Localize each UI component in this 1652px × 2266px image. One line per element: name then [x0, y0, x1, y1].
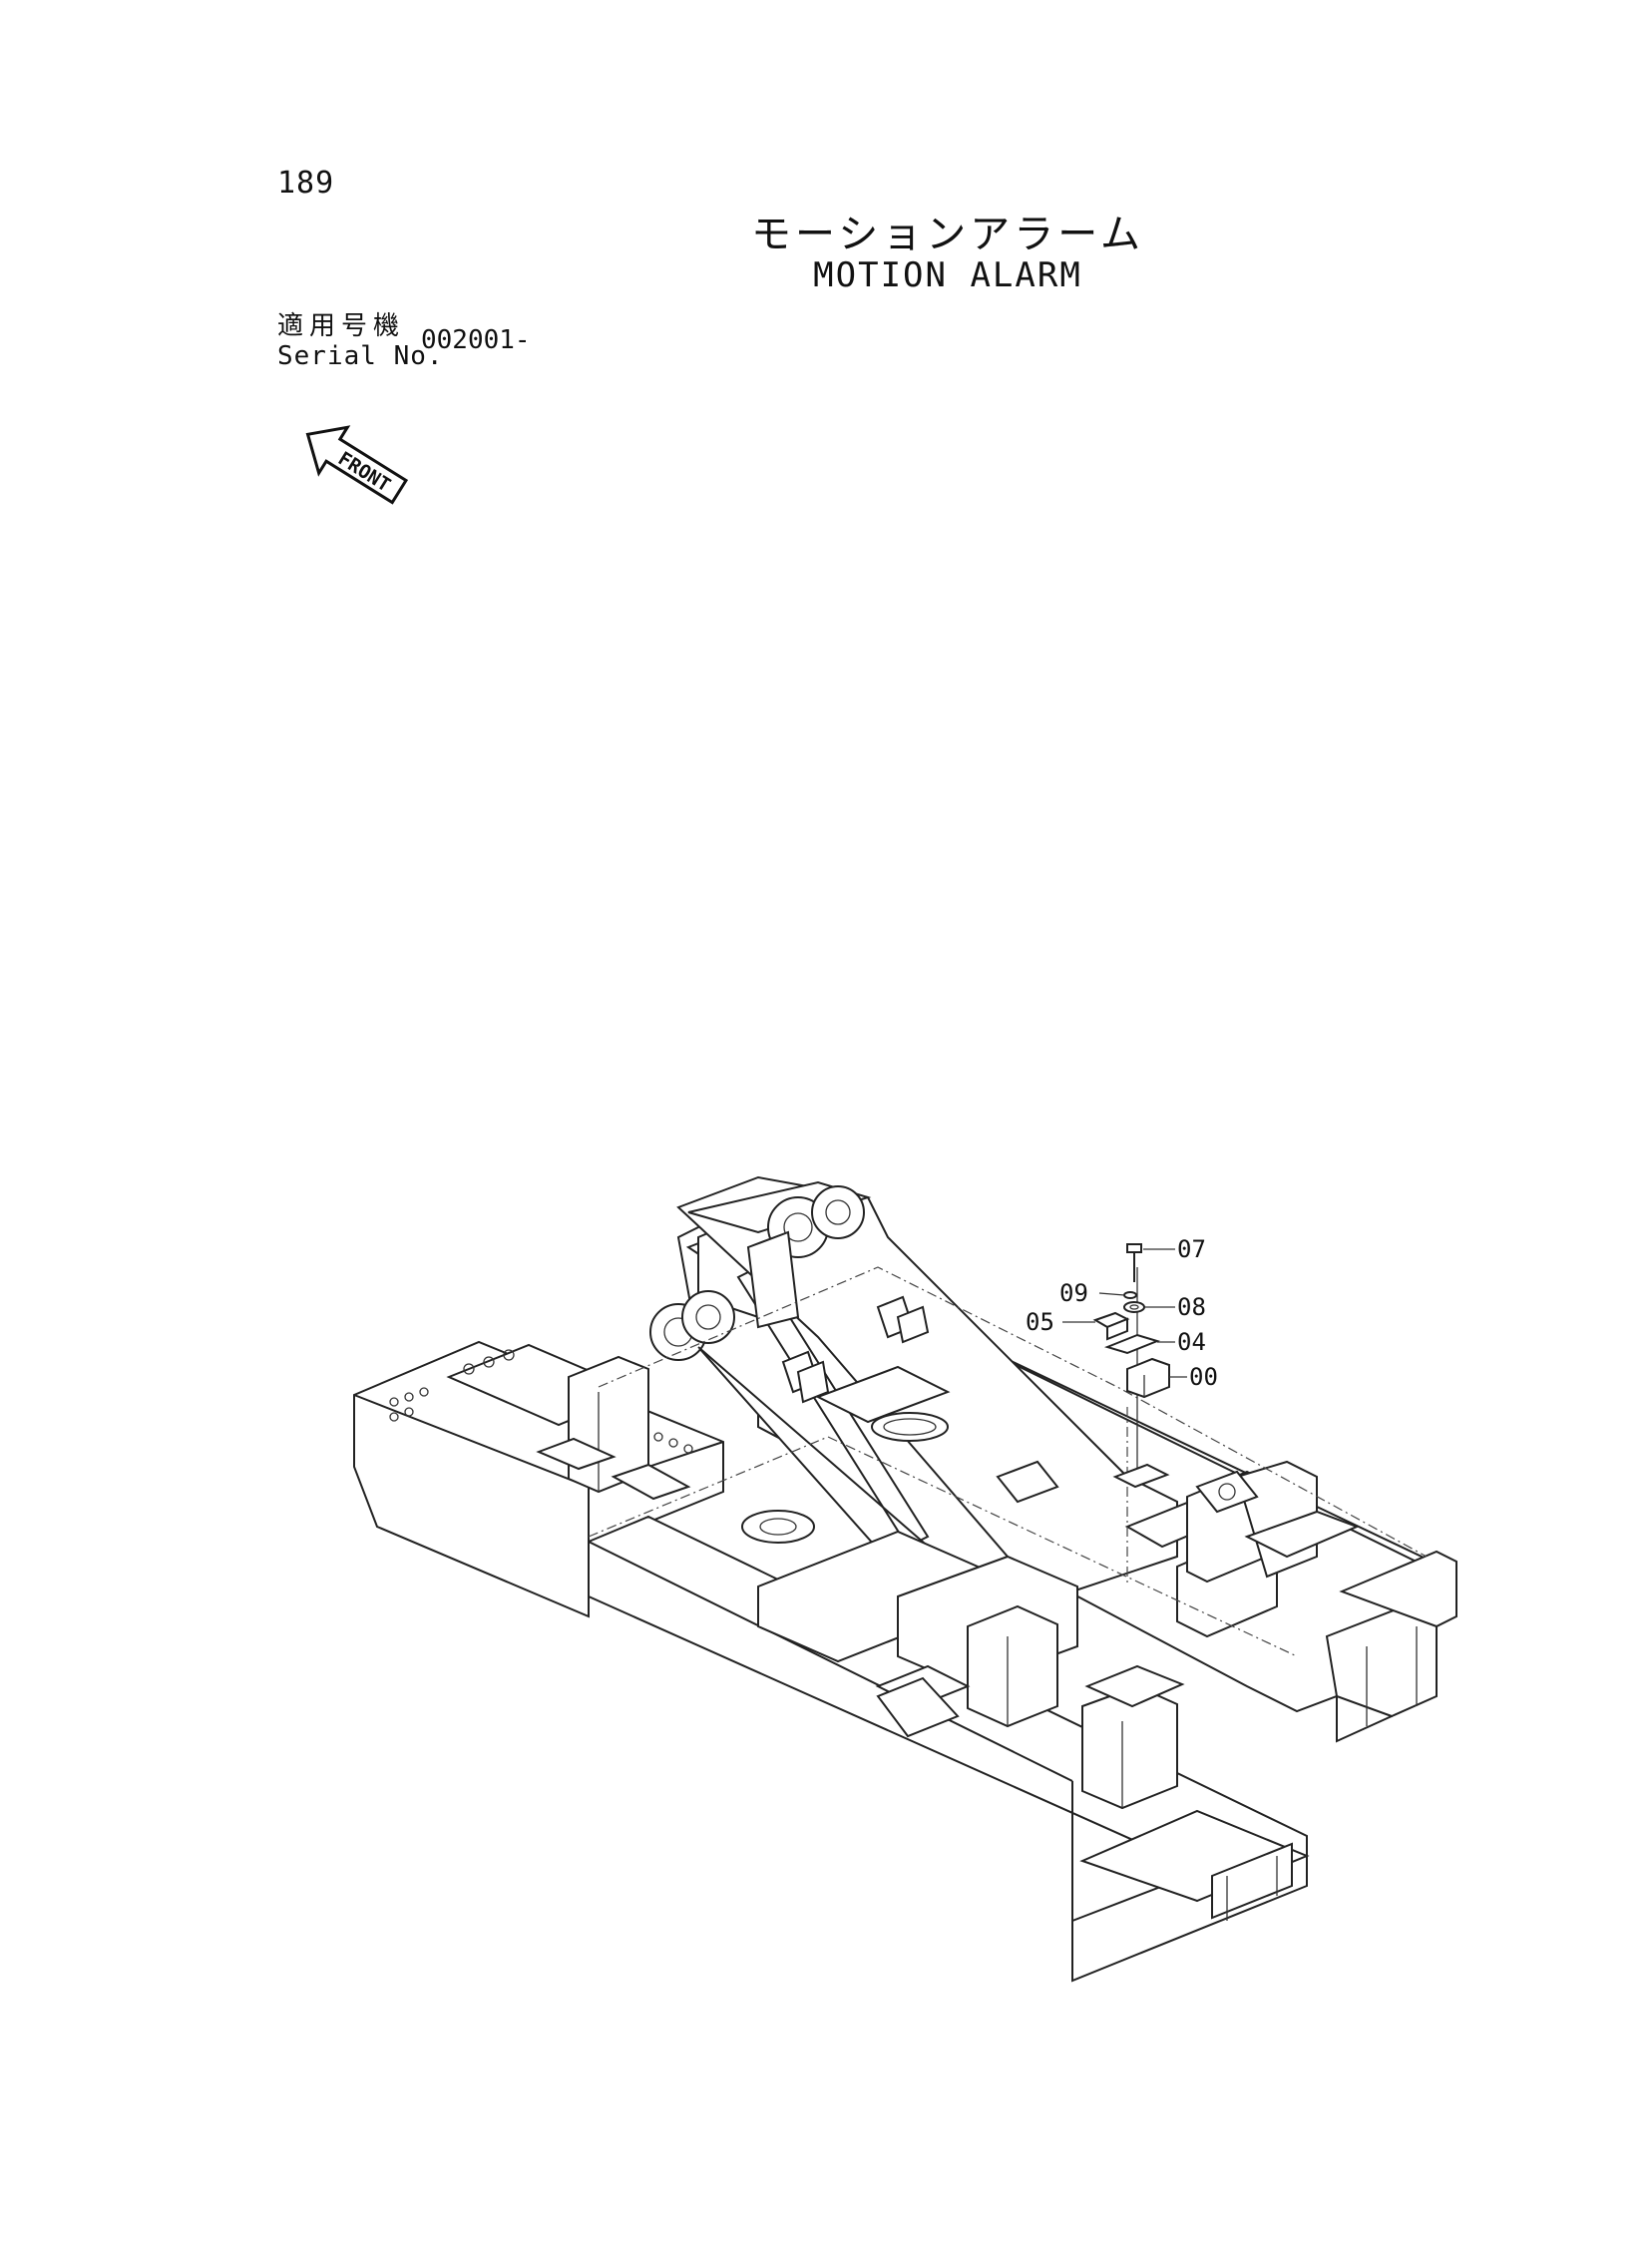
- boom-brackets: [781, 1295, 951, 1442]
- callout-00: 00: [1189, 1363, 1218, 1391]
- serial-value: 002001-: [421, 325, 531, 355]
- cross-members: [741, 1460, 1278, 1810]
- callout-05: 05: [1026, 1308, 1054, 1336]
- rear-block-detail: [389, 1349, 693, 1501]
- callout-07: 07: [1177, 1235, 1206, 1263]
- serial-label-japanese: 適用号機: [277, 311, 406, 341]
- callout-04: 04: [1177, 1328, 1206, 1356]
- title-japanese: モーションアラーム: [751, 212, 1144, 257]
- right-frame-brackets: [1186, 1460, 1360, 1584]
- phantom-outline: [588, 1266, 1428, 1657]
- callout-09: 09: [1059, 1279, 1088, 1307]
- serial-label-english: Serial No.: [277, 341, 444, 371]
- callout-08: 08: [1177, 1293, 1206, 1321]
- motion-alarm-assembly: [1062, 1243, 1187, 1489]
- page-number: 189: [277, 166, 335, 201]
- title-english: MOTION ALARM: [813, 255, 1082, 295]
- front-arrow-icon: FRONT: [305, 425, 409, 505]
